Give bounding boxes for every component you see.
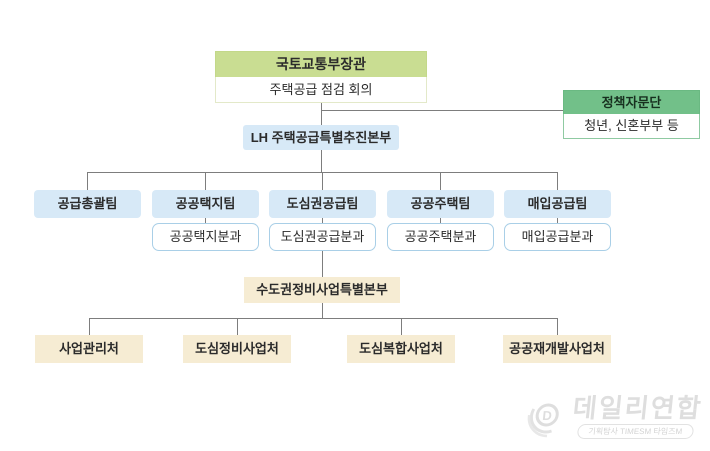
connector-line xyxy=(440,218,441,223)
publisher-watermark: D 데일리연합 기획탐사 TIMESM 타임즈M xyxy=(521,393,705,439)
connector-line xyxy=(89,318,558,319)
connector-line xyxy=(205,218,206,223)
connector-line xyxy=(557,172,558,190)
division-node: 매입공급분과 xyxy=(504,223,611,251)
team-node: 도심권공급팀 xyxy=(269,190,376,218)
team-node: 공공택지팀 xyxy=(152,190,259,218)
connector-line xyxy=(237,318,238,335)
connector-line xyxy=(322,172,323,190)
watermark-text: 데일리연합 기획탐사 TIMESM 타임즈M xyxy=(570,393,705,439)
division-node: 도심권공급분과 xyxy=(269,223,376,251)
connector-line xyxy=(557,318,558,335)
connector-line xyxy=(321,101,322,125)
connector-line xyxy=(440,172,441,190)
connector-line xyxy=(322,218,323,223)
connector-line xyxy=(557,218,558,223)
department-node: 도심정비사업처 xyxy=(183,335,291,363)
connector-line xyxy=(322,251,323,277)
team-node: 매입공급팀 xyxy=(504,190,611,218)
department-node: 사업관리처 xyxy=(35,335,143,363)
lh-taskforce-node: LH 주택공급특별추진본부 xyxy=(243,125,399,150)
department-node: 도심복합사업처 xyxy=(347,335,455,363)
connector-line xyxy=(205,172,206,190)
daily-union-logo-icon: D xyxy=(521,395,570,439)
connector-line xyxy=(321,150,322,172)
connector-line xyxy=(87,172,88,190)
metro-hq-node: 수도권정비사업특별본부 xyxy=(244,277,400,303)
watermark-brand: 데일리연합 xyxy=(571,393,705,423)
minister-node: 국토교통부장관 주택공급 점검 회의 xyxy=(215,51,427,103)
connector-line xyxy=(401,318,402,335)
svg-text:D: D xyxy=(542,408,553,423)
advisory-title: 정책자문단 xyxy=(563,90,700,114)
team-node: 공공주택팀 xyxy=(387,190,494,218)
team-node: 공급총괄팀 xyxy=(34,190,141,218)
connector-line xyxy=(89,318,90,335)
advisory-members: 청년, 신혼부부 등 xyxy=(563,114,700,139)
department-node: 공공재개발사업처 xyxy=(503,335,611,363)
connector-line xyxy=(321,110,564,111)
advisory-node: 정책자문단 청년, 신혼부부 등 xyxy=(563,90,700,139)
minister-title: 국토교통부장관 xyxy=(215,51,427,77)
division-node: 공공택지분과 xyxy=(152,223,259,251)
watermark-tagline: 기획탐사 TIMESM 타임즈M xyxy=(577,424,695,439)
division-node: 공공주택분과 xyxy=(387,223,494,251)
minister-meeting: 주택공급 점검 회의 xyxy=(215,77,427,103)
connector-line xyxy=(322,303,323,318)
